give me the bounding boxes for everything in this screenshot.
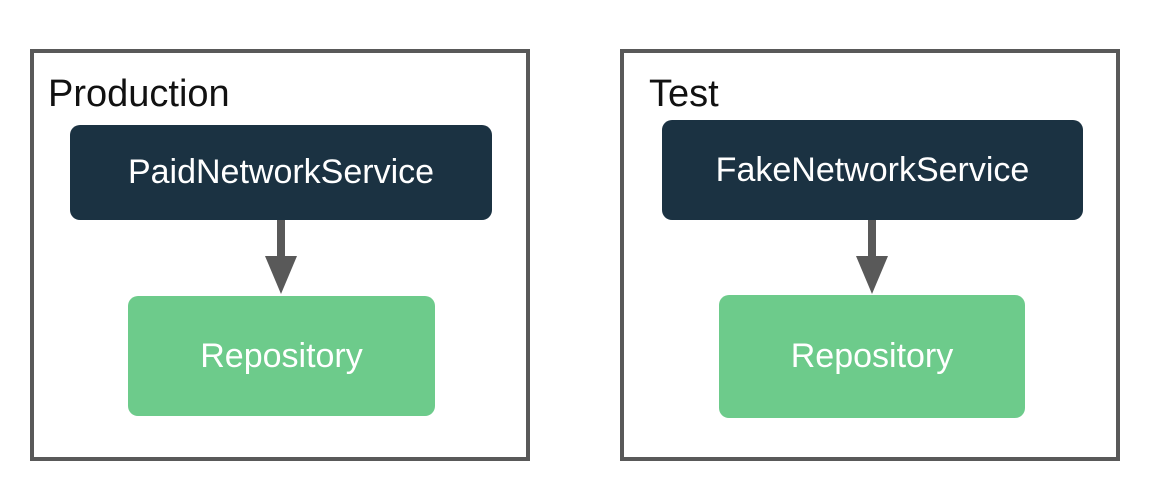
repository-box: Repository: [128, 296, 435, 416]
environment-container-production: Production PaidNetworkService Repository: [30, 49, 530, 461]
repository-box: Repository: [719, 295, 1025, 418]
repository-box-label: Repository: [790, 337, 954, 375]
service-box-label: FakeNetworkService: [715, 150, 1030, 189]
repository-box-label: Repository: [200, 336, 363, 375]
down-arrow-icon: [856, 220, 888, 294]
down-arrow-icon: [265, 220, 297, 294]
environment-label: Test: [649, 73, 719, 115]
environment-label: Production: [48, 73, 230, 115]
environment-container-test: Test FakeNetworkService Repository: [620, 49, 1120, 461]
service-box: PaidNetworkService: [70, 125, 492, 220]
service-box-label: PaidNetworkService: [127, 153, 435, 191]
service-box: FakeNetworkService: [662, 120, 1083, 220]
